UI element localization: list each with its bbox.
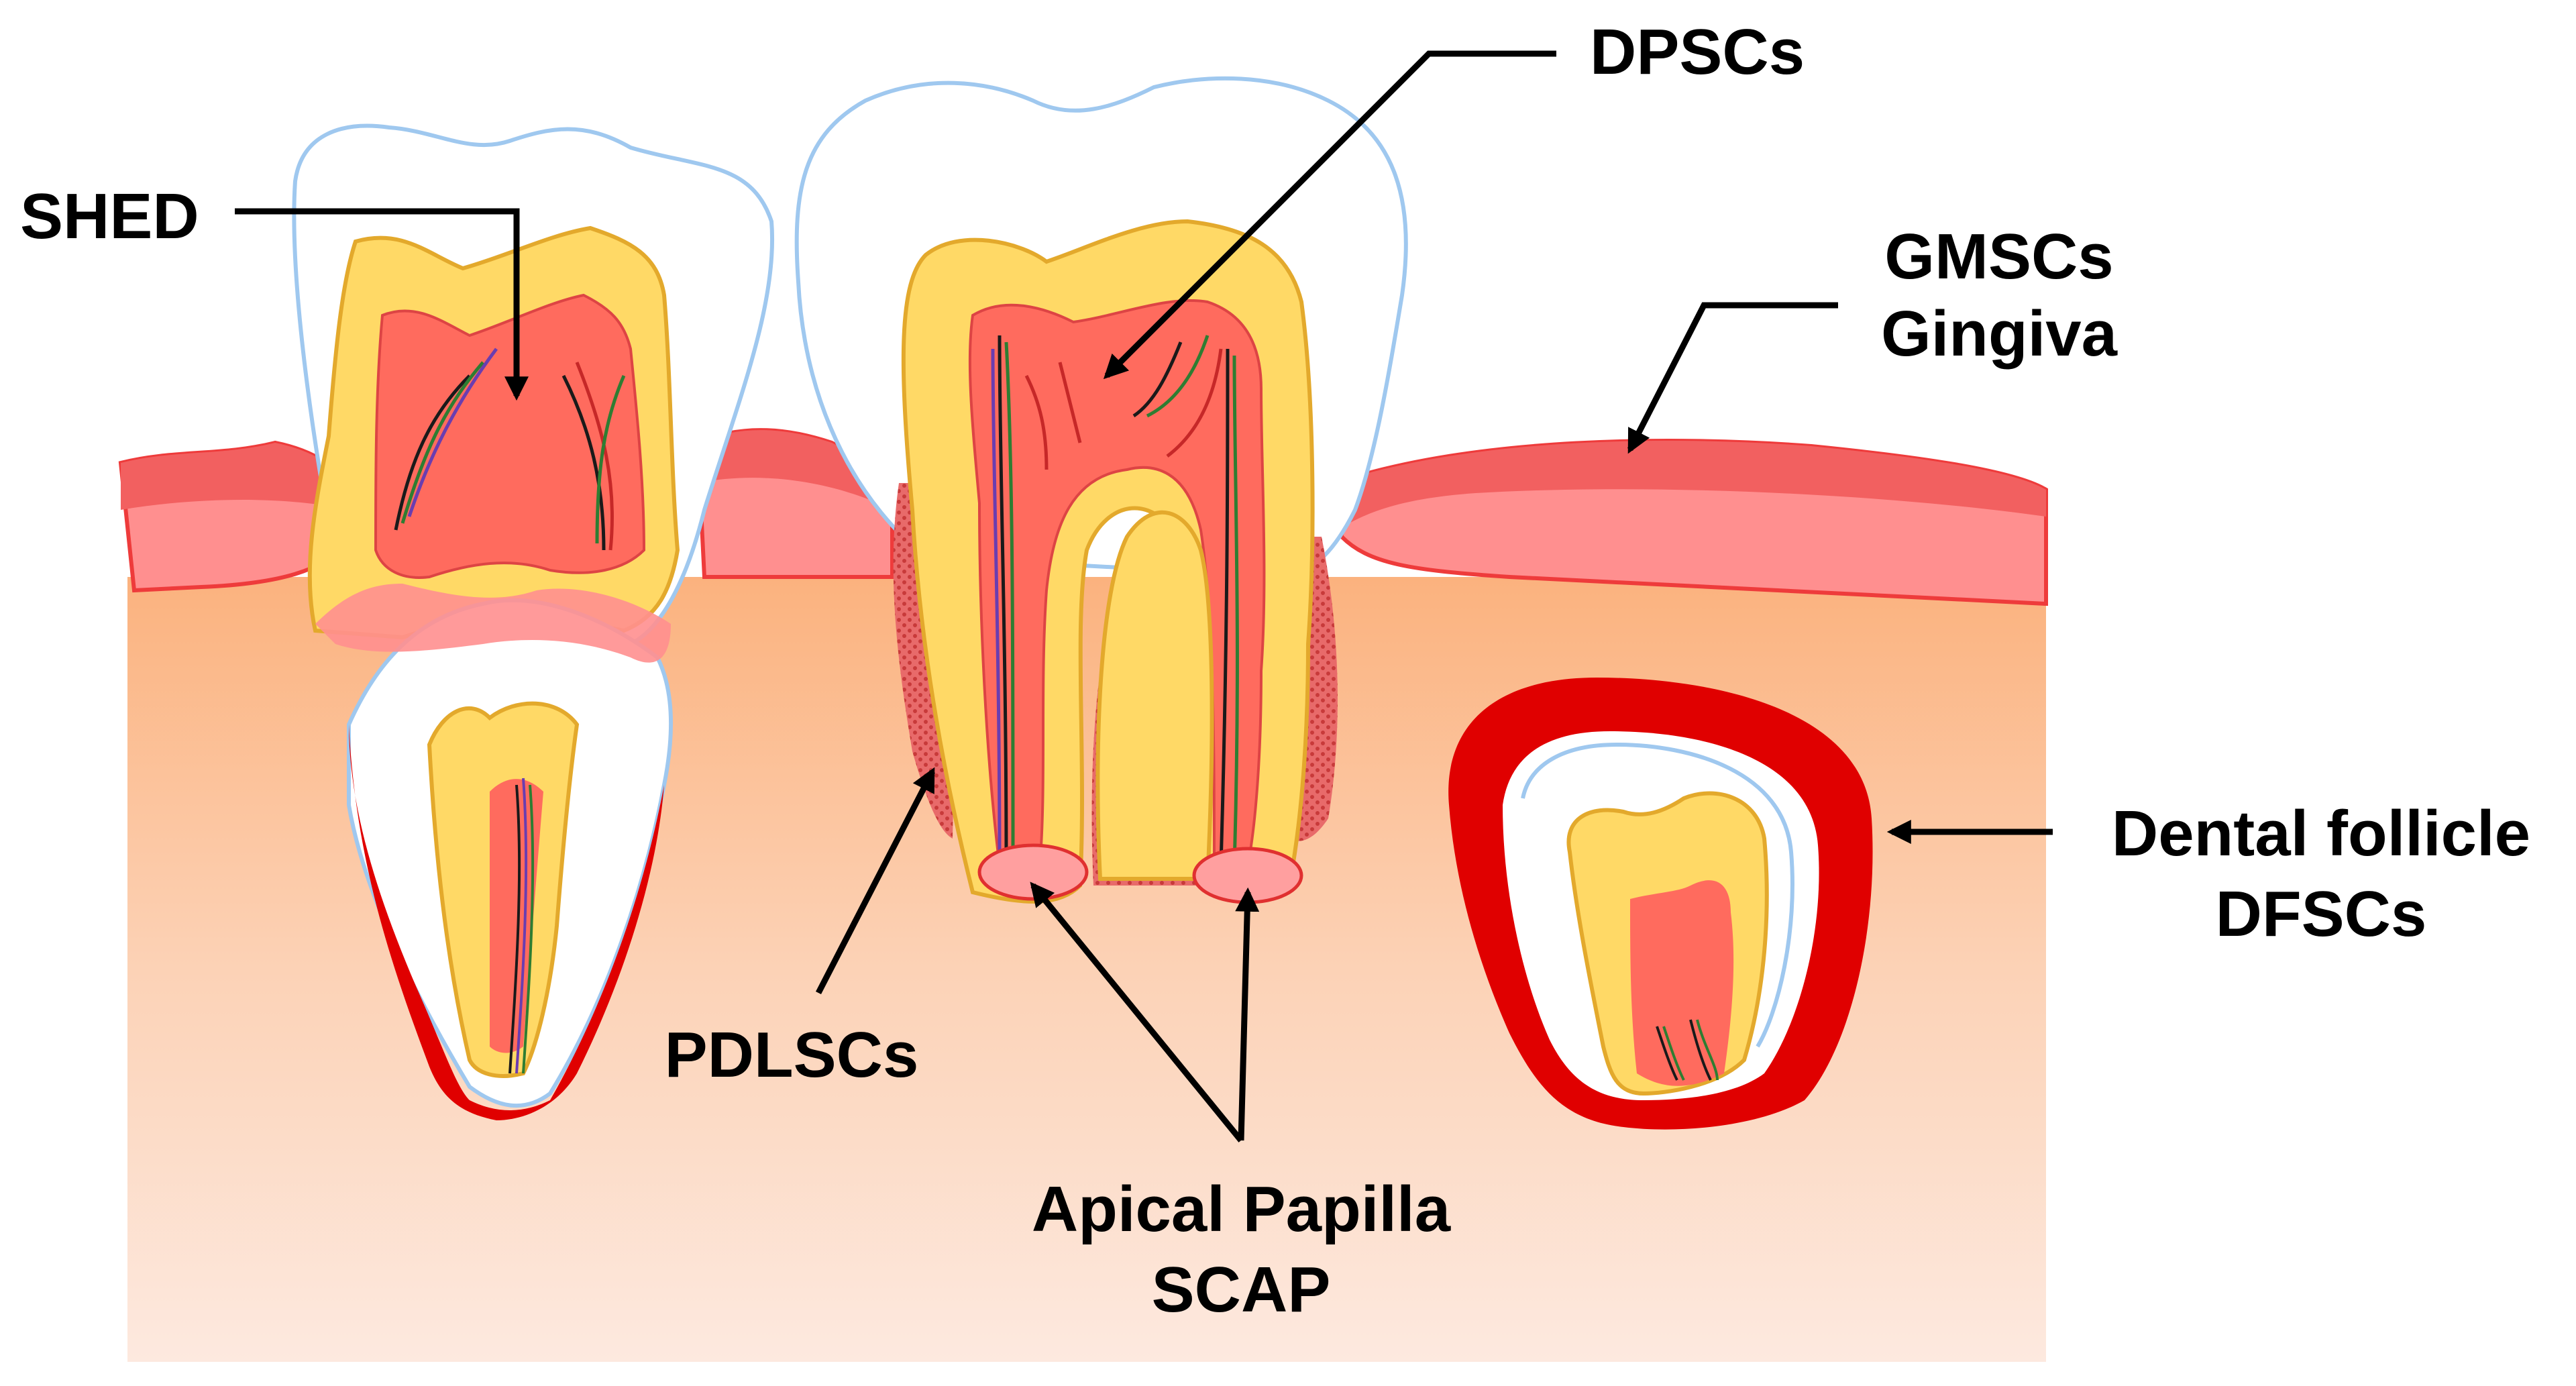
dpscs-arrow: [1103, 50, 1556, 380]
apical-papilla-left: [977, 843, 1089, 901]
apical-left-arrow: [1030, 882, 1244, 1142]
gingiva-label: Gingiva: [1881, 298, 2118, 370]
pdlscs-label: PDLSCs: [665, 1019, 919, 1091]
scap-label: SCAP: [1152, 1254, 1331, 1326]
shed-label: SHED: [20, 180, 199, 252]
pointer-arrows: [235, 50, 2053, 1142]
gmscs-label: GMSCs: [1884, 221, 2113, 292]
dpscs-label: DPSCs: [1590, 16, 1805, 88]
apical-right-arrow: [1235, 887, 1260, 1141]
shed-arrow: [235, 208, 529, 401]
developing-tooth: [1448, 678, 1873, 1130]
pdlscs-arrow: [815, 767, 936, 995]
deciduous-tooth: [292, 123, 775, 1120]
apical-papilla-label: Apical Papilla: [1032, 1173, 1451, 1245]
dfscs-label: DFSCs: [2216, 878, 2427, 950]
gingiva: [118, 428, 2048, 606]
gmscs-arrow: [1627, 302, 1838, 454]
permanent-molar: [794, 76, 1408, 904]
dental-follicle-label: Dental follicle: [2112, 798, 2530, 869]
